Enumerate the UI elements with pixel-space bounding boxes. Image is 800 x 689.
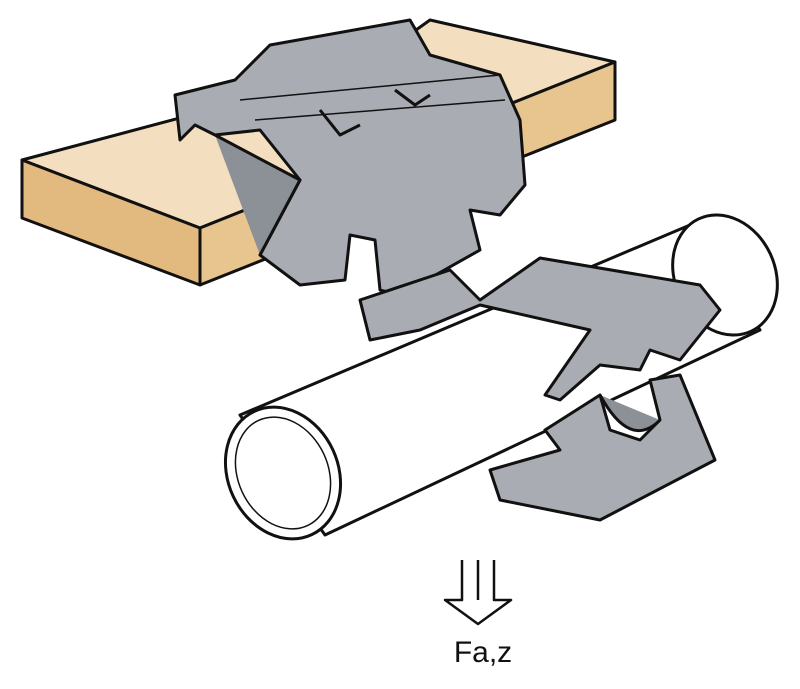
clip-lower (358, 256, 722, 522)
force-label: Fa,z (453, 636, 513, 669)
clip-upper (173, 18, 527, 297)
force-arrow-icon (443, 560, 513, 626)
